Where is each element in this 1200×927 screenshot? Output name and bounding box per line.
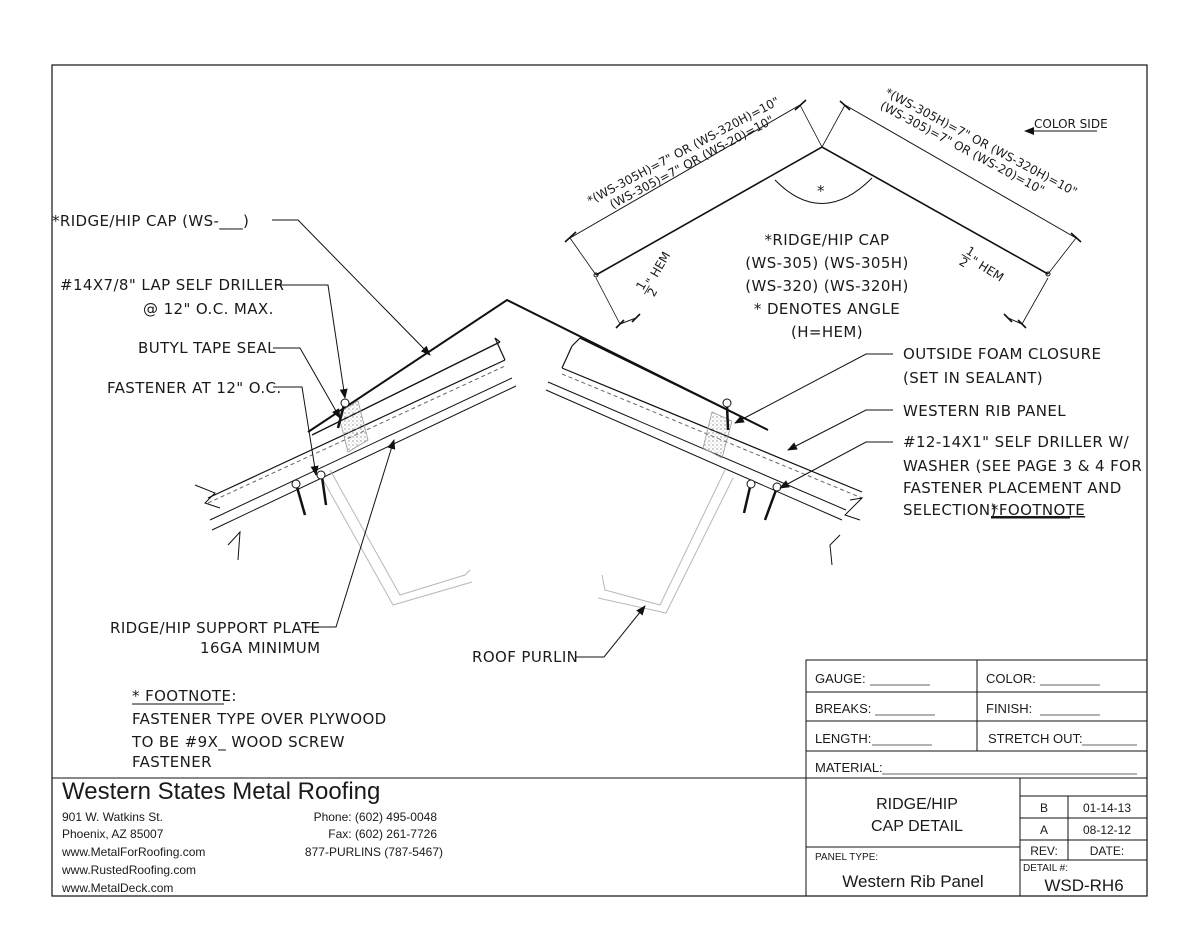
foam-closure-left — [337, 400, 369, 453]
ridge-cap — [307, 298, 769, 433]
company-address-1: 901 W. Watkins St. — [62, 810, 163, 824]
lap-self-driller-right — [722, 398, 732, 431]
label-butyl: BUTYL TAPE SEAL — [138, 339, 276, 357]
company-website-3[interactable]: www.MetalDeck.com — [61, 881, 173, 895]
svg-text:2: 2 — [645, 285, 661, 299]
support-plate-right — [579, 337, 765, 429]
label-roof-purlin: ROOF PURLIN — [472, 648, 578, 666]
cap-profile-models-2: (WS-320) (WS-320H) — [745, 277, 908, 295]
footnote-line-1: FASTENER TYPE OVER PLYWOOD — [132, 710, 387, 728]
label-self-driller-4: SELECTION) — [903, 501, 997, 519]
company-phone: Phone: (602) 495-0048 — [314, 810, 438, 824]
label-self-driller-2: WASHER (SEE PAGE 3 & 4 FOR — [903, 457, 1142, 475]
cap-profile-angle-note: * DENOTES ANGLE — [754, 300, 900, 318]
dim-right-line-2: (WS-305)=7" OR (WS-20)=10" — [878, 99, 1047, 198]
svg-text:" HEM: " HEM — [968, 253, 1006, 284]
lap-self-driller — [336, 398, 350, 429]
revision-a-label: A — [1040, 823, 1048, 837]
dim-left-line-1: *(WS-305H)=7" OR (WS-320H)=10" — [585, 94, 782, 208]
footnote-line-3: FASTENER — [132, 753, 212, 771]
foam-closure-right — [702, 411, 733, 459]
section-detail — [194, 298, 864, 614]
svg-text:2: 2 — [957, 255, 971, 271]
dim-left-line-2: (WS-305)=7" OR (WS-20)=10" — [607, 113, 776, 212]
date-header: DATE: — [1090, 844, 1124, 858]
drawing-title-2: CAP DETAIL — [871, 818, 963, 835]
cap-profile: * *(WS-305H)=7" OR (WS-320H)=10" (WS-305… — [564, 85, 1108, 341]
label-lap-driller: #14X7/8" LAP SELF DRILLER — [60, 276, 284, 294]
revision-b-label: B — [1040, 801, 1048, 815]
label-foam-closure: OUTSIDE FOAM CLOSURE — [903, 345, 1101, 363]
label-self-driller: #12-14X1" SELF DRILLER W/ — [903, 433, 1130, 451]
company-fax: Fax: (602) 261-7726 — [328, 827, 437, 841]
panel-type-label: PANEL TYPE: — [815, 852, 878, 863]
company-website-2[interactable]: www.RustedRoofing.com — [61, 863, 196, 877]
cap-profile-title: *RIDGE/HIP CAP — [765, 231, 890, 249]
revision-b-date: 01-14-13 — [1083, 801, 1131, 815]
field-material: MATERIAL: — [815, 760, 883, 775]
label-foam-sealant: (SET IN SEALANT) — [903, 369, 1043, 387]
sheet-border — [51, 64, 1148, 897]
footnote-line-2: TO BE #9X_ WOOD SCREW — [131, 733, 345, 752]
field-gauge: GAUGE: — [815, 671, 866, 686]
hem-left: 1 2 " HEM — [633, 249, 673, 299]
field-breaks: BREAKS: — [815, 701, 871, 716]
company-tollfree: 877-PURLINS (787-5467) — [305, 845, 443, 859]
label-self-driller-footnote: *FOOTNOTE — [991, 501, 1085, 519]
dim-right-line-1: *(WS-305H)=7" OR (WS-320H)=10" — [883, 85, 1080, 199]
detail-number: WSD-RH6 — [1044, 876, 1123, 895]
cap-profile-models-1: (WS-305) (WS-305H) — [745, 254, 908, 272]
company-name: Western States Metal Roofing — [62, 778, 380, 805]
angle-mark: * — [817, 182, 825, 200]
callouts-left: *RIDGE/HIP CAP (WS-___) #14X7/8" LAP SEL… — [52, 212, 646, 666]
label-self-driller-3: FASTENER PLACEMENT AND — [903, 479, 1122, 497]
label-lap-driller-spacing: @ 12" O.C. MAX. — [143, 300, 274, 318]
label-support-plate: RIDGE/HIP SUPPORT PLATE — [110, 619, 320, 637]
roof-purlin — [321, 469, 734, 614]
cap-profile-hem-note: (H=HEM) — [791, 323, 863, 341]
footnote-title: * FOOTNOTE: — [132, 687, 237, 705]
field-length: LENGTH: — [815, 731, 871, 746]
panel-type-value: Western Rib Panel — [842, 872, 983, 891]
panel-fastener-right-2 — [763, 482, 782, 521]
company-website-1[interactable]: www.MetalForRoofing.com — [61, 845, 205, 859]
hem-right: 1 2 " HEM — [957, 244, 1007, 285]
rev-header: REV: — [1030, 844, 1058, 858]
angle-arc — [774, 177, 873, 204]
callouts-right: OUTSIDE FOAM CLOSURE (SET IN SEALANT) WE… — [734, 345, 1142, 519]
color-side-label: COLOR SIDE — [1034, 117, 1108, 131]
field-finish: FINISH: — [986, 701, 1032, 716]
field-stretch-out: STRETCH OUT: — [988, 731, 1083, 746]
field-color: COLOR: — [986, 671, 1036, 686]
title-block: GAUGE: COLOR: BREAKS: FINISH: LENGTH: ST… — [52, 659, 1148, 897]
label-rib-panel: WESTERN RIB PANEL — [903, 402, 1066, 420]
panel-fastener-right-1 — [742, 479, 756, 514]
footnote: * FOOTNOTE: FASTENER TYPE OVER PLYWOOD T… — [131, 687, 387, 771]
panel-fastener-left-2 — [316, 470, 328, 506]
label-ridge-cap: *RIDGE/HIP CAP (WS-___) — [52, 212, 249, 231]
company-address-2: Phoenix, AZ 85007 — [62, 827, 164, 841]
label-fastener: FASTENER AT 12" O.C. — [107, 379, 282, 397]
svg-text:" HEM: " HEM — [643, 249, 673, 287]
revision-a-date: 08-12-12 — [1083, 823, 1131, 837]
drawing-title-1: RIDGE/HIP — [876, 796, 958, 813]
label-support-plate-gauge: 16GA MINIMUM — [200, 639, 320, 657]
panel-fastener-left-1 — [291, 479, 307, 516]
detail-number-label: DETAIL #: — [1023, 863, 1068, 874]
